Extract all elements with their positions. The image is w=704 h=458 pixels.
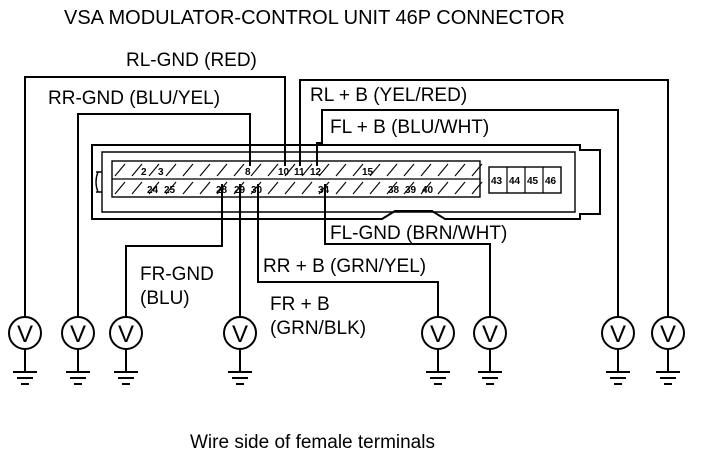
- pin-38: 38: [388, 185, 400, 196]
- voltmeter-symbol: V: [232, 321, 248, 348]
- wire-fl-gnd: [324, 184, 491, 318]
- pin-39: 39: [405, 185, 417, 196]
- voltmeter-symbol: V: [482, 321, 498, 348]
- voltmeter-symbol: V: [17, 321, 33, 348]
- voltmeter-icon: V: [473, 316, 507, 385]
- wire-rr-b: [257, 184, 439, 318]
- diagram-caption: Wire side of female terminals: [190, 432, 435, 453]
- voltmeter-symbol: V: [430, 321, 446, 348]
- label-fr-gnd-1: FR-GND: [140, 264, 214, 285]
- pin-43: 43: [491, 176, 503, 187]
- voltmeter-icon: V: [109, 316, 143, 385]
- label-rr-b: RR + B (GRN/YEL): [263, 256, 426, 277]
- voltmeter-icon: V: [421, 316, 455, 385]
- wire-rr-gnd: [77, 113, 251, 318]
- diagram-title: VSA MODULATOR-CONTROL UNIT 46P CONNECTOR: [64, 7, 565, 29]
- voltmeter-icon: V: [651, 316, 685, 385]
- voltmeter-symbol: V: [70, 321, 86, 348]
- pin-44: 44: [509, 176, 521, 187]
- voltmeter-symbol: V: [118, 321, 134, 348]
- pin-2: 2: [141, 167, 147, 178]
- voltmeter-symbol: V: [660, 321, 676, 348]
- pin-12: 12: [310, 167, 322, 178]
- voltmeter-icon: V: [8, 316, 42, 385]
- pin-24: 24: [147, 185, 159, 196]
- pin-15: 15: [362, 167, 374, 178]
- pin-25: 25: [164, 185, 176, 196]
- pin-3: 3: [158, 167, 164, 178]
- wire-fr-gnd: [125, 184, 223, 318]
- pin-8: 8: [245, 167, 251, 178]
- label-rr-gnd: RR-GND (BLU/YEL): [48, 88, 220, 109]
- wire-rl-gnd: [24, 76, 286, 318]
- label-fl-gnd: FL-GND (BRN/WHT): [330, 223, 507, 244]
- label-rl-b: RL + B (YEL/RED): [310, 85, 467, 106]
- pin-10: 10: [278, 167, 290, 178]
- label-fr-gnd-2: (BLU): [140, 288, 190, 309]
- label-fl-b: FL + B (BLU/WHT): [330, 117, 489, 138]
- label-fr-b-2: (GRN/BLK): [270, 318, 366, 339]
- pin-34: 34: [318, 185, 330, 196]
- voltmeter-icon: V: [601, 316, 635, 385]
- connector-46p: [91, 144, 601, 220]
- pin-11: 11: [294, 167, 305, 178]
- wire-rl-b: [299, 79, 669, 318]
- pin-40: 40: [422, 185, 434, 196]
- voltmeter-icon: V: [61, 316, 95, 385]
- wire-fl-b: [316, 109, 619, 318]
- label-rl-gnd: RL-GND (RED): [126, 50, 257, 71]
- voltmeter-symbol: V: [610, 321, 626, 348]
- pin-30: 30: [251, 185, 263, 196]
- pin-45: 45: [527, 176, 539, 187]
- pin-46: 46: [545, 176, 557, 187]
- voltmeter-icon: V: [223, 316, 257, 385]
- label-fr-b-1: FR + B: [270, 294, 330, 315]
